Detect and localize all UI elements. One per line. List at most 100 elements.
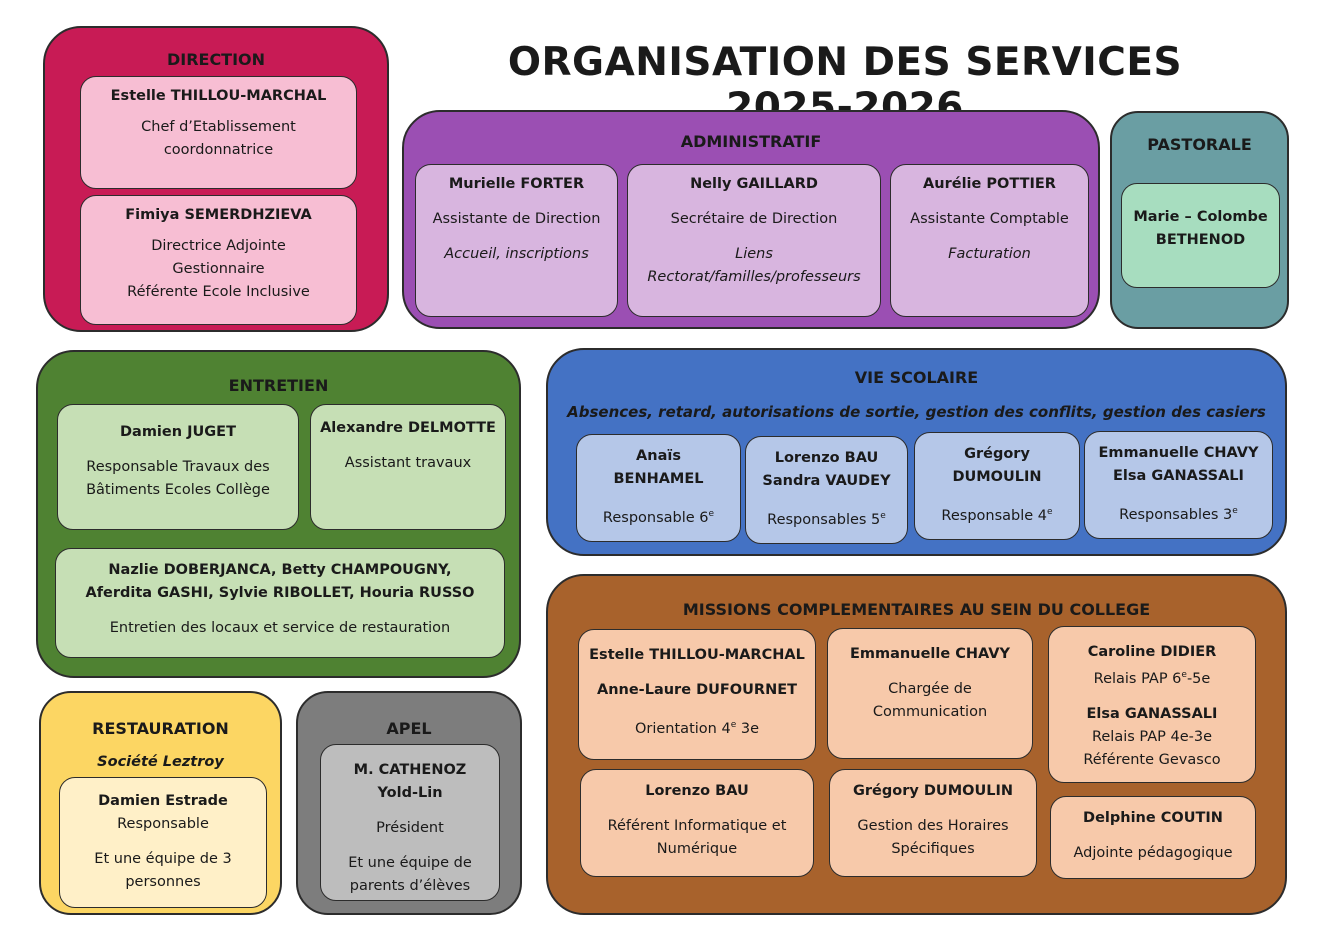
role-line: coordonnatrice [163,142,274,158]
person-name: Lorenzo BAU [645,783,749,799]
person-name: Fimiya SEMERDHZIEVA [125,207,312,223]
person-name: Aurélie POTTIER [923,176,1056,192]
missions-card-2: Emmanuelle CHAVY Chargée de Communicatio… [827,628,1033,759]
administratif-group: ADMINISTRATIF Murielle FORTER Assistante… [402,110,1100,329]
pastorale-group: PASTORALE Marie – Colombe BETHENOD [1110,111,1289,329]
role-line: Responsable [117,816,209,832]
restauration-card: Damien Estrade Responsable Et une équipe… [59,777,267,908]
vie-scolaire-card-3: Grégory DUMOULIN Responsable 4e [914,432,1080,540]
apel-title: APEL [386,719,432,738]
role-line: Relais PAP 6e-5e [1093,670,1211,687]
role-line: Adjointe pédagogique [1073,845,1233,861]
vie-scolaire-card-1: Anaïs BENHAMEL Responsable 6e [576,434,741,542]
role-line: Responsables 5e [767,511,886,528]
entretien-card-2: Alexandre DELMOTTE Assistant travaux [310,404,506,530]
person-name: M. CATHENOZ [353,762,467,778]
administratif-card-3: Aurélie POTTIER Assistante Comptable Fac… [890,164,1089,317]
missions-title: MISSIONS COMPLEMENTAIRES AU SEIN DU COLL… [682,600,1151,619]
role-line: Chargée de [888,681,972,697]
vie-scolaire-card-2: Lorenzo BAU Sandra VAUDEY Responsables 5… [745,436,908,544]
restauration-group: RESTAURATION Société Leztroy Damien Estr… [39,691,282,915]
role-line: Responsable Travaux des [86,459,270,475]
vie-scolaire-title: VIE SCOLAIRE [854,368,979,387]
role-line: Secrétaire de Direction [670,211,838,227]
administratif-card-2: Nelly GAILLARD Secrétaire de Direction L… [627,164,881,317]
detail-line: Facturation [948,246,1031,262]
role-line: Assistante de Direction [432,211,601,227]
person-name: Elsa GANASSALI [1086,705,1218,722]
vie-scolaire-group: VIE SCOLAIRE Absences, retard, autorisat… [546,348,1287,556]
pastorale-title: PASTORALE [1147,135,1252,154]
entretien-title: ENTRETIEN [228,376,329,395]
role-line: Bâtiments Ecoles Collège [86,482,270,498]
apel-card: M. CATHENOZ Yold-Lin Président Et une éq… [320,744,500,901]
role-line: Référente Gevasco [1083,751,1221,768]
detail-line: Liens [735,246,773,262]
restauration-title: RESTAURATION [92,719,229,738]
missions-card-3: Caroline DIDIER Relais PAP 6e-5e Elsa GA… [1048,626,1256,783]
role-line: Entretien des locaux et service de resta… [109,620,451,636]
administratif-card-1: Murielle FORTER Assistante de Direction … [415,164,618,317]
page-title: ORGANISATION DES SERVICES 2025-2026 [507,40,1183,130]
apel-group: APEL M. CATHENOZ Yold-Lin Président Et u… [296,691,522,915]
role-line: Et une équipe de [348,855,472,871]
person-name: Estelle THILLOU-MARCHAL [110,88,327,104]
person-name: Caroline DIDIER [1087,644,1217,660]
person-name: Nazlie DOBERJANCA, Betty CHAMPOUGNY, [108,562,452,578]
missions-card-5: Grégory DUMOULIN Gestion des Horaires Sp… [829,769,1037,877]
direction-card-1: Estelle THILLOU-MARCHAL Chef d’Etablisse… [80,76,357,189]
person-name: Damien JUGET [120,424,236,440]
role-line: Assistante Comptable [910,211,1069,227]
role-line: Directrice Adjointe [151,238,286,254]
entretien-card-1: Damien JUGET Responsable Travaux des Bât… [57,404,299,530]
person-name: Grégory DUMOULIN [853,783,1013,799]
person-name: Estelle THILLOU-MARCHAL [589,647,805,663]
person-name: Murielle FORTER [448,176,585,192]
role-line: Chef d’Etablissement [141,119,296,135]
role-line: Communication [872,704,988,720]
entretien-card-3: Nazlie DOBERJANCA, Betty CHAMPOUGNY, Afe… [55,548,505,658]
detail-line: Rectorat/familles/professeurs [647,269,861,285]
person-name: Sandra VAUDEY [762,473,891,489]
person-name: DUMOULIN [952,469,1042,485]
role-line: Numérique [656,841,738,857]
missions-group: MISSIONS COMPLEMENTAIRES AU SEIN DU COLL… [546,574,1287,915]
person-name: BETHENOD [1155,232,1246,248]
missions-card-4: Lorenzo BAU Référent Informatique et Num… [580,769,814,877]
role-line: Référent Informatique et [607,818,787,834]
person-name: Aferdita GASHI, Sylvie RIBOLLET, Houria … [85,585,475,601]
person-name: Nelly GAILLARD [690,176,818,192]
pastorale-card: Marie – Colombe BETHENOD [1121,183,1280,288]
role-line: Assistant travaux [344,455,472,471]
person-name: Lorenzo BAU [774,450,879,466]
role-line: parents d’élèves [349,878,471,894]
missions-card-1: Estelle THILLOU-MARCHAL Anne-Laure DUFOU… [578,629,816,760]
role-line: personnes [125,874,201,890]
role-line: Référente Ecole Inclusive [127,284,310,300]
role-line: Responsable 6e [602,509,715,526]
person-name: Delphine COUTIN [1083,810,1223,826]
person-name: Anaïs [636,448,681,464]
role-line: Gestionnaire [172,261,265,277]
role-line: Spécifiques [891,841,975,857]
person-name: Marie – Colombe [1133,209,1268,225]
missions-card-6: Delphine COUTIN Adjointe pédagogique [1050,796,1256,879]
role-line: Gestion des Horaires [857,818,1009,834]
detail-line: Accueil, inscriptions [444,246,589,262]
person-name: Elsa GANASSALI [1113,468,1244,484]
vie-scolaire-subtitle: Absences, retard, autorisations de sorti… [567,403,1266,421]
role-line: Président [376,820,444,836]
role-line: Relais PAP 4e-3e [1091,728,1213,745]
person-name: Alexandre DELMOTTE [320,420,496,436]
direction-card-2: Fimiya SEMERDHZIEVA Directrice Adjointe … [80,195,357,325]
person-name: Grégory [964,446,1030,462]
role-line: Responsable 4e [941,507,1053,524]
restauration-subtitle: Société Leztroy [97,754,224,770]
vie-scolaire-card-4: Emmanuelle CHAVY Elsa GANASSALI Responsa… [1084,431,1273,539]
person-name: Damien Estrade [98,793,228,809]
person-name: Anne-Laure DUFOURNET [596,682,797,698]
person-name: Emmanuelle CHAVY [850,646,1010,662]
administratif-title: ADMINISTRATIF [680,132,822,151]
role-line: Et une équipe de 3 [94,851,232,867]
role-line: Orientation 4e 3e [634,720,759,737]
